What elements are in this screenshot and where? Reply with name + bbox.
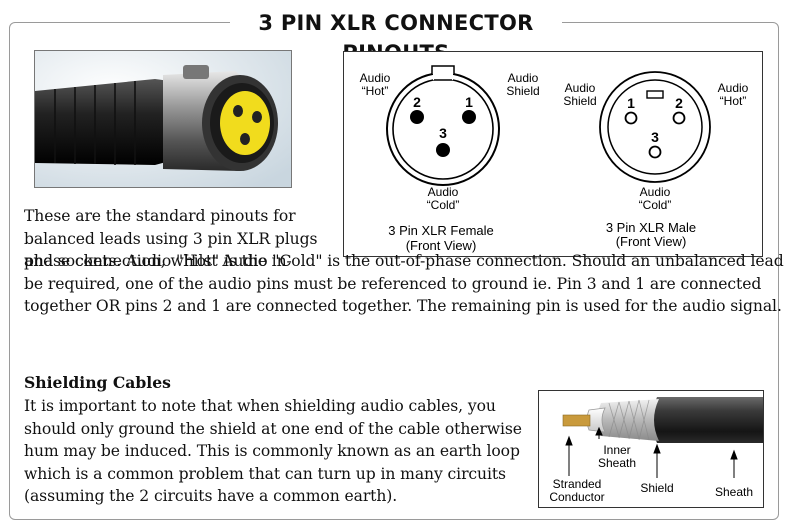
female-pin-2 — [410, 110, 424, 124]
shielding-paragraph: It is important to note that when shield… — [24, 397, 522, 506]
male-pin-2 — [672, 111, 686, 125]
female-hot-label: Audio“Hot” — [360, 71, 391, 98]
female-pin-number-2: 2 — [413, 94, 421, 110]
female-pin-1 — [462, 110, 476, 124]
male-caption-view: (Front View) — [616, 234, 687, 249]
sheath-label: Sheath — [715, 485, 753, 499]
cable-stranded-conductor — [562, 414, 591, 427]
female-pin-number-1: 1 — [465, 94, 473, 110]
male-pin-number-1: 1 — [627, 95, 635, 111]
xlr-connector-photo — [34, 50, 292, 188]
female-caption-view: (Front View) — [406, 238, 477, 253]
shield-label: Shield — [640, 481, 673, 495]
male-pin-3 — [648, 145, 662, 159]
male-pin-number-2: 2 — [675, 95, 683, 111]
cable-outer-sheath — [652, 397, 763, 443]
male-hot-label: Audio“Hot” — [718, 81, 749, 108]
male-pin-1 — [624, 111, 638, 125]
male-cold-label: Audio“Cold” — [639, 185, 672, 212]
female-pin-number-3: 3 — [439, 125, 447, 141]
intro-paragraph: These are the standard pinouts for balan… — [24, 207, 318, 271]
male-pin-number-3: 3 — [651, 129, 659, 145]
female-caption: 3 Pin XLR Female — [388, 223, 494, 238]
cable-braided-shield — [597, 399, 659, 441]
male-caption: 3 Pin XLR Male — [606, 220, 696, 235]
shielding-heading: Shielding Cables — [24, 373, 171, 392]
intro-paragraph-continued: phase connection, whilst Audio "Cold" is… — [24, 252, 784, 316]
page-title: 3 PIN XLR CONNECTOR PINOUTS — [230, 8, 562, 65]
female-cold-label: Audio“Cold” — [427, 185, 460, 212]
female-pin-3 — [436, 143, 450, 157]
